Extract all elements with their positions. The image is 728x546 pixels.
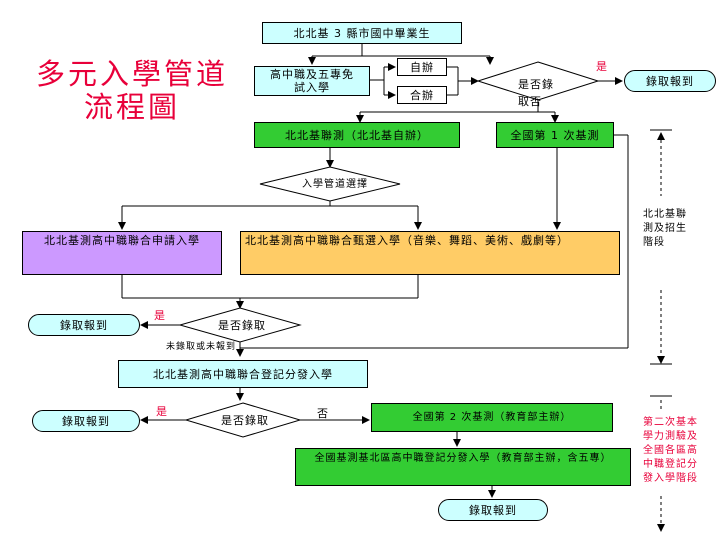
enroll-2-node: 錄取報到 <box>28 314 140 336</box>
joint-register-node: 北北基測高中職聯合登記分發入學 <box>118 360 368 388</box>
no-1-label: 否 <box>530 95 542 108</box>
exam-free-node: 高中職及五專免試入學 <box>254 66 370 96</box>
self-run-node: 自辦 <box>397 58 447 76</box>
channel-choice-label: 入學管道選擇 <box>302 179 368 190</box>
national-test-1-node: 全國第 1 次基測 <box>496 122 614 148</box>
no-3-label: 否 <box>317 407 329 420</box>
enroll-4-node: 錄取報到 <box>438 499 548 521</box>
admitted-q3-label: 是否錄取 <box>221 414 269 427</box>
admitted-q1-label: 是否錄取 <box>518 78 554 108</box>
enroll-1-node: 錄取報到 <box>624 70 716 92</box>
joint-test-node: 北北基聯測（北北基自辦） <box>254 122 460 148</box>
graduates-node: 北北基 3 縣市國中畢業生 <box>262 22 462 44</box>
not-admitted-label: 未錄取或未報到 <box>166 342 237 352</box>
national-register-node: 全國基測基北區高中職登記分發入學（教育部主辦，含五專） <box>295 448 631 486</box>
admitted-q2-label: 是否錄取 <box>218 319 266 332</box>
yes-3-label: 是 <box>156 405 168 418</box>
page-title: 多元入學管道流程圖 <box>35 57 228 124</box>
stage-2-label: 第二次基本學力測驗及全國各區高中職登記分發入學階段 <box>643 417 698 484</box>
joint-apply-node: 北北基測高中職聯合申請入學 <box>22 231 222 275</box>
yes-2-label: 是 <box>154 309 166 322</box>
yes-1-label: 是 <box>596 60 608 73</box>
stage-1-label: 北北基聯測及招生階段 <box>643 209 687 248</box>
joint-select-node: 北北基測高中職聯合甄選入學（音樂、舞蹈、美術、戲劇等） <box>240 231 620 275</box>
enroll-3-node: 錄取報到 <box>32 410 140 432</box>
joint-run-node: 合辦 <box>397 86 447 104</box>
national-test-2-node: 全國第 2 次基測（教育部主辦） <box>371 403 613 432</box>
